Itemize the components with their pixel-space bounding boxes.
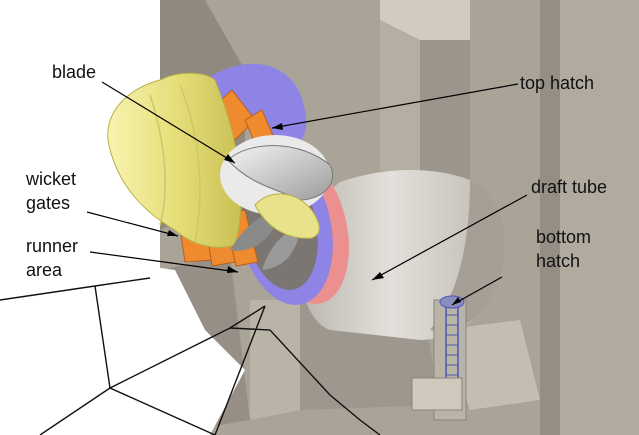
cutaway-floor	[0, 262, 245, 435]
runner	[220, 135, 334, 270]
label-bottom-hatch-line2: hatch	[536, 251, 580, 271]
label-draft-tube: draft tube	[531, 177, 607, 197]
runner-area-leader	[89, 251, 239, 273]
runner-area-arrowhead	[227, 266, 238, 273]
top-hatch-leader	[271, 83, 519, 129]
draft-tube-leader	[371, 194, 528, 281]
label-blade: blade	[52, 62, 96, 82]
blade-leader	[101, 81, 236, 164]
wicket-gates-arrowhead	[167, 230, 178, 236]
cone-ridge-1	[149, 94, 166, 226]
yellow-cone	[107, 72, 242, 248]
arrowheads	[167, 123, 461, 305]
shaft-light-face	[380, 0, 470, 40]
label-runner-area-line1: runner	[26, 236, 78, 256]
bottom-hatch-arrowhead	[452, 297, 461, 305]
draft-tube-arrowhead	[372, 272, 384, 280]
bottom-hatch-leader	[451, 276, 503, 306]
blade-main	[227, 145, 334, 201]
hub-nose	[254, 193, 320, 239]
label-bottom-hatch-line1: bottom	[536, 227, 591, 247]
label-wicket-gates-line1: wicket	[25, 169, 76, 189]
right-pillar	[560, 0, 639, 435]
wicket-gates-leader	[86, 211, 179, 237]
label-wicket-gates-line2: gates	[26, 193, 70, 213]
cone-ridge-2	[179, 84, 201, 243]
lower-light-step	[250, 300, 300, 420]
blade-lower-2	[262, 228, 300, 270]
blade-arrowhead	[224, 154, 235, 163]
labels: blade top hatch draft tube wicket gates …	[25, 62, 607, 280]
label-top-hatch: top hatch	[520, 73, 594, 93]
label-runner-area-line2: area	[26, 260, 63, 280]
leader-lines	[86, 81, 528, 306]
hatch-step	[411, 377, 463, 411]
bottom-hatch-ladder	[411, 295, 467, 421]
top-hatch-arrowhead	[272, 123, 283, 130]
cutaway-edges	[0, 277, 381, 435]
right-pillar-shade	[540, 0, 560, 435]
shaft-right-face	[420, 40, 470, 200]
